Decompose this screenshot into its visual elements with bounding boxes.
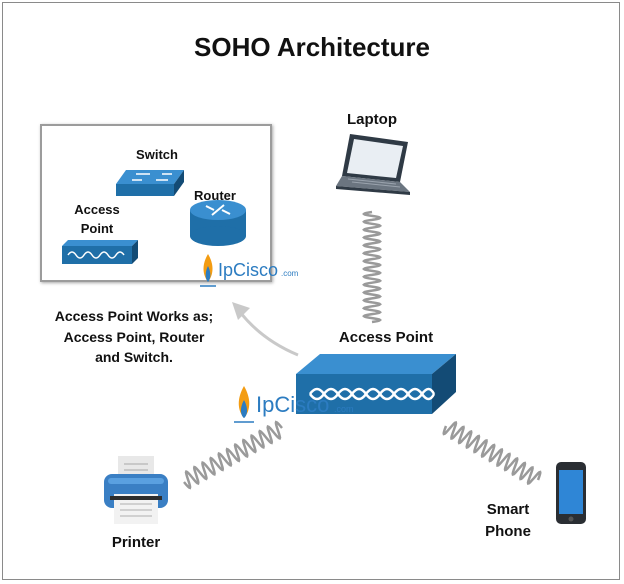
laptop-label: Laptop — [347, 111, 397, 128]
printer-icon — [104, 456, 168, 524]
switch-icon — [116, 170, 184, 196]
access-point-small-icon — [62, 240, 138, 264]
wireless-link-laptop — [361, 210, 383, 324]
svg-text:.com: .com — [281, 269, 299, 278]
note-line-3: and Switch. — [95, 349, 173, 365]
inset-access-point-label-line1: Access — [74, 202, 120, 217]
svg-text:.com: .com — [334, 404, 354, 414]
inset-access-point-label-line2: Point — [80, 221, 114, 236]
curved-arrow — [238, 311, 299, 357]
watermark-logo-inset: IpCisco .com — [200, 254, 299, 287]
smartphone-icon — [556, 462, 586, 524]
access-point-icon — [296, 354, 456, 414]
diagram-title: SOHO Architecture — [194, 32, 430, 62]
printer-label: Printer — [111, 534, 161, 551]
note-line-2: Access Point, Router — [63, 328, 205, 345]
wireless-link-printer — [183, 420, 283, 490]
svg-text:IpCisco: IpCisco — [218, 260, 278, 280]
wireless-link-phone — [442, 420, 542, 486]
router-icon — [190, 200, 246, 246]
svg-text:IpCisco: IpCisco — [256, 392, 329, 417]
access-point-label: Access Point — [338, 329, 434, 346]
laptop-icon — [336, 134, 410, 195]
switch-label: Switch — [136, 147, 178, 162]
smartphone-label-line2: Phone — [485, 523, 531, 540]
access-point-note: Access Point Works as; Access Point, Rou… — [32, 306, 236, 368]
watermark-logo-center: IpCisco .com — [234, 386, 354, 423]
router-label: Router — [194, 188, 236, 203]
note-line-1: Access Point Works as; — [54, 308, 214, 324]
arrow-head — [232, 302, 250, 320]
smartphone-label-line1: Smart — [486, 501, 530, 518]
